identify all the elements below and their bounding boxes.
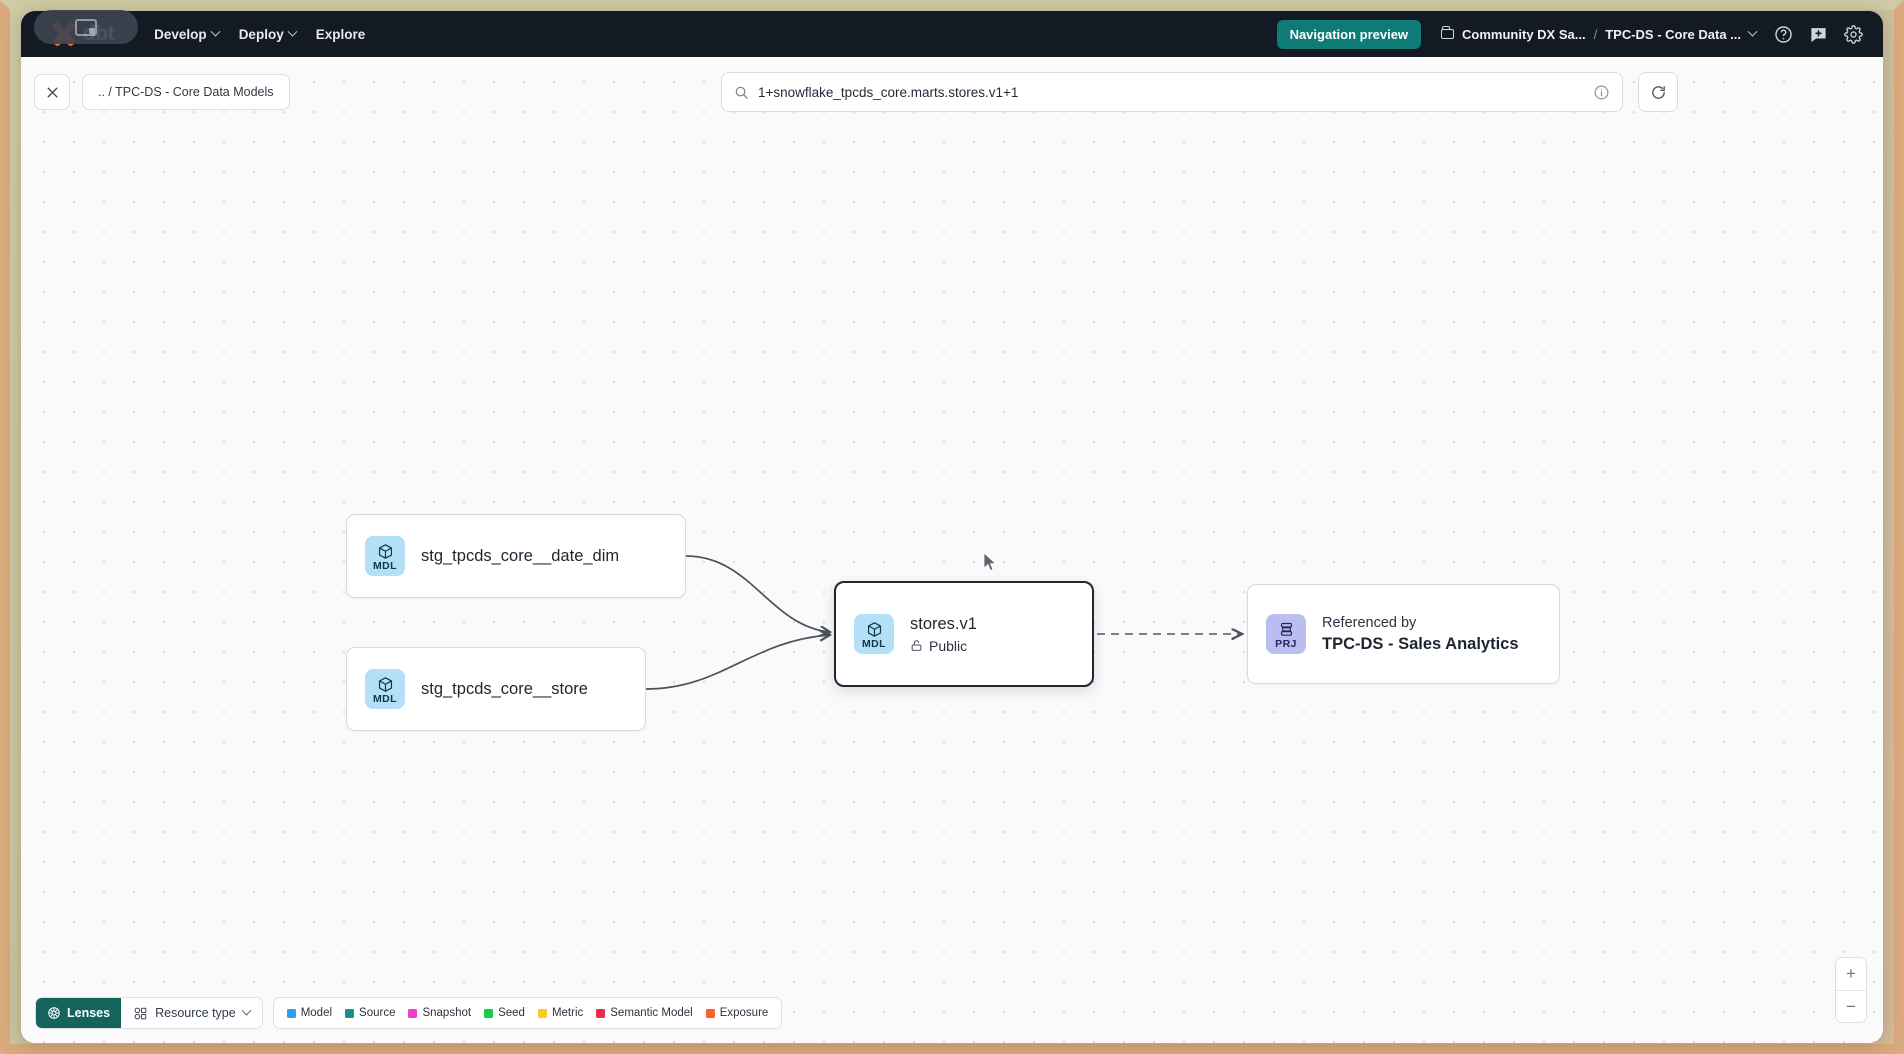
lineage-search-box[interactable]: [721, 72, 1623, 112]
legend-swatch: [345, 1008, 355, 1018]
legend-swatch: [705, 1008, 715, 1018]
legend-item-semantic-model: Semantic Model: [596, 1007, 693, 1019]
chevron-down-icon: [241, 1005, 252, 1016]
legend-item-seed: Seed: [484, 1007, 525, 1019]
lineage-node-stg-tpcds-core-date-dim[interactable]: MDL stg_tpcds_core__date_dim: [346, 514, 686, 598]
model-badge-label: MDL: [862, 637, 886, 650]
node-body: Referenced by TPC-DS - Sales Analytics: [1322, 615, 1519, 654]
legend-label: Exposure: [719, 1007, 769, 1019]
resource-type-label: Resource type: [155, 1006, 236, 1020]
node-access-row: Public: [910, 638, 977, 654]
screen-share-icon: [75, 18, 97, 36]
screen-share-pill[interactable]: [34, 10, 138, 44]
lineage-node-referenced-by-project[interactable]: PRJ Referenced by TPC-DS - Sales Analyti…: [1247, 584, 1560, 684]
breadcrumb: Community DX Sa... / TPC-DS - Core Data …: [1441, 26, 1758, 42]
legend-swatch: [408, 1008, 418, 1018]
help-icon[interactable]: [1774, 25, 1793, 44]
close-icon: [47, 87, 57, 97]
lineage-canvas[interactable]: MDL stg_tpcds_core__date_dim MDL stg_tpc…: [21, 57, 1883, 1043]
refresh-button[interactable]: [1638, 72, 1678, 112]
model-badge: MDL: [854, 614, 894, 654]
info-icon[interactable]: [1593, 84, 1610, 101]
lineage-node-stg-tpcds-core-store[interactable]: MDL stg_tpcds_core__store: [346, 647, 646, 731]
lineage-edges: [645, 555, 1883, 690]
zoom-out-button[interactable]: −: [1836, 990, 1866, 1022]
navbar-icon-group: [1774, 24, 1863, 44]
search-icon: [734, 85, 749, 100]
node-body: stores.v1 Public: [910, 615, 977, 654]
chevron-down-icon[interactable]: [1747, 26, 1758, 37]
node-title: stg_tpcds_core__store: [421, 679, 588, 698]
breadcrumb-separator: /: [1593, 26, 1598, 42]
resource-type-button[interactable]: Resource type: [121, 998, 262, 1028]
lens-icon: [48, 1007, 60, 1019]
model-badge-label: MDL: [373, 692, 397, 705]
legend-label: Snapshot: [422, 1007, 472, 1019]
feedback-icon[interactable]: [1809, 25, 1828, 44]
zoom-controls: + −: [1835, 957, 1867, 1023]
legend-item-metric: Metric: [537, 1007, 584, 1019]
zoom-in-button[interactable]: +: [1846, 964, 1856, 983]
close-button[interactable]: [34, 74, 70, 110]
legend-swatch: [286, 1008, 296, 1018]
lineage-graph: MDL stg_tpcds_core__date_dim MDL stg_tpc…: [21, 57, 1883, 1043]
lens-controls-group: Lenses Resource type: [35, 997, 263, 1029]
search-input[interactable]: [758, 84, 1584, 100]
top-navigation-bar: dbt Develop Deploy Explore Navigation pr…: [21, 11, 1883, 57]
project-badge-label: PRJ: [1275, 637, 1297, 650]
lineage-node-stores-v1[interactable]: MDL stores.v1 Public: [834, 581, 1094, 687]
legend-item-snapshot: Snapshot: [408, 1007, 471, 1019]
project-badge: PRJ: [1266, 614, 1306, 654]
legend-swatch: [484, 1008, 494, 1018]
legend-item-model: Model: [286, 1007, 333, 1019]
legend-label: Metric: [551, 1007, 584, 1019]
browser-window: dbt Develop Deploy Explore Navigation pr…: [21, 11, 1883, 1043]
nav-item-deploy[interactable]: Deploy: [229, 21, 306, 48]
legend-label: Seed: [498, 1007, 525, 1019]
node-title: stg_tpcds_core__date_dim: [421, 546, 620, 565]
nav-item-develop-label: Develop: [154, 26, 207, 42]
cube-icon: [378, 676, 392, 692]
legend-swatch: [537, 1008, 547, 1018]
lenses-button[interactable]: Lenses: [36, 998, 122, 1028]
model-badge-label: MDL: [373, 559, 397, 572]
nav-item-deploy-label: Deploy: [238, 26, 284, 42]
refresh-icon: [1651, 85, 1665, 99]
folder-icon: [1441, 26, 1455, 39]
canvas-toolbar: .. / TPC-DS - Core Data Models: [21, 57, 1883, 119]
chevron-down-icon: [210, 26, 221, 37]
legend-label: Source: [359, 1007, 396, 1019]
resource-type-legend: Model Source Snapshot Seed: [272, 997, 783, 1029]
cube-icon: [867, 621, 881, 637]
project-stack-icon: [1280, 622, 1292, 636]
node-referenced-by-label: Referenced by: [1322, 614, 1417, 631]
legend-swatch: [596, 1008, 606, 1018]
model-badge: MDL: [365, 536, 405, 576]
cube-icon: [378, 543, 392, 559]
nav-item-explore-label: Explore: [315, 26, 366, 42]
node-title: stores.v1: [910, 614, 977, 633]
legend-label: Model: [300, 1007, 333, 1019]
node-access-label: Public: [929, 637, 968, 654]
legend-item-source: Source: [345, 1007, 395, 1019]
model-badge: MDL: [365, 669, 405, 709]
nav-item-explore[interactable]: Explore: [306, 21, 376, 48]
nav-item-develop[interactable]: Develop: [144, 21, 229, 48]
node-project-name: TPC-DS - Sales Analytics: [1322, 634, 1519, 653]
unlock-icon: [910, 639, 923, 653]
breadcrumb-account[interactable]: Community DX Sa...: [1462, 26, 1586, 42]
legend-label: Semantic Model: [610, 1007, 693, 1019]
legend-item-exposure: Exposure: [705, 1007, 769, 1019]
resource-type-icon: [134, 1007, 147, 1019]
chevron-down-icon: [287, 26, 298, 37]
lenses-label: Lenses: [67, 1006, 111, 1020]
settings-gear-icon[interactable]: [1844, 24, 1863, 44]
bottom-toolbar: Lenses Resource type Model: [35, 997, 783, 1029]
breadcrumb-project[interactable]: TPC-DS - Core Data ...: [1605, 26, 1741, 42]
navigation-preview-button[interactable]: Navigation preview: [1276, 19, 1422, 49]
breadcrumb-path-chip[interactable]: .. / TPC-DS - Core Data Models: [82, 74, 290, 110]
